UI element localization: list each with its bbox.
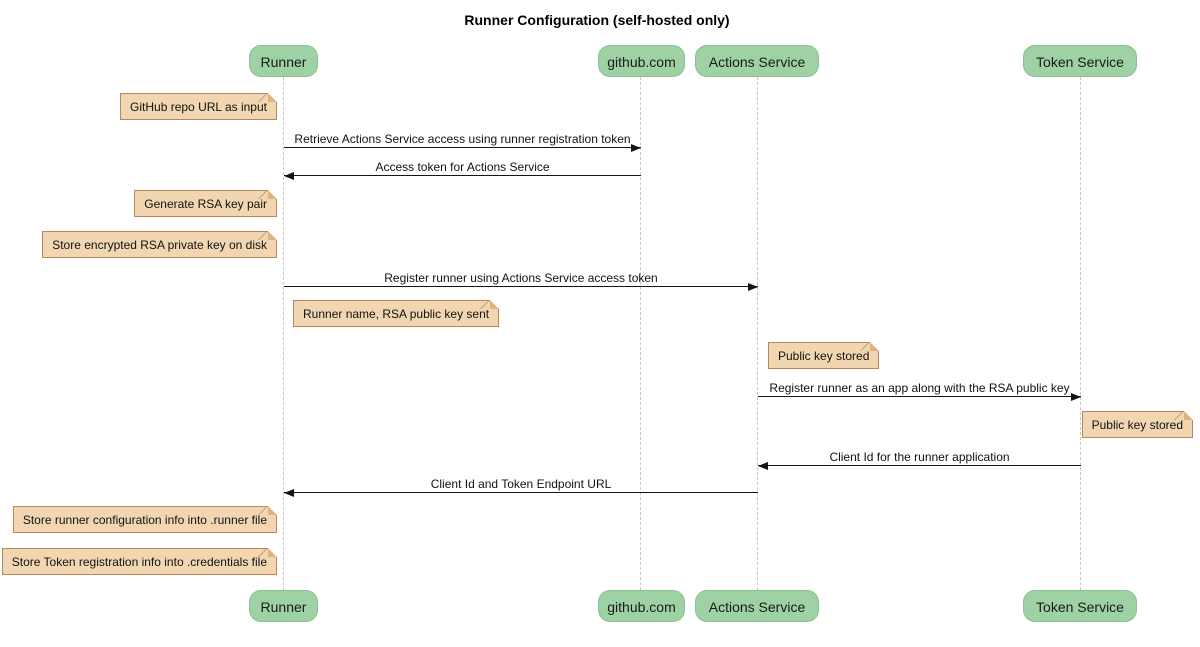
diagram-title: Runner Configuration (self-hosted only) (464, 12, 730, 28)
lifeline-token-service (1080, 77, 1081, 590)
note-store-token-registration: Store Token registration info into .cred… (1, 548, 278, 575)
message-line (284, 175, 641, 176)
arrowhead-right-icon (748, 283, 758, 291)
message-line (284, 492, 758, 493)
message-label: Client Id for the runner application (829, 450, 1010, 464)
participant-token-service-top: Token Service (1023, 45, 1137, 77)
message-label: Client Id and Token Endpoint URL (430, 477, 612, 491)
message-client-id-and-token-endpoint-url: Client Id and Token Endpoint URL (284, 474, 758, 497)
message-register-runner: Register runner using Actions Service ac… (284, 268, 758, 291)
message-access-token-for-actions-service: Access token for Actions Service (284, 157, 641, 180)
message-line (758, 465, 1081, 466)
message-register-runner-as-app: Register runner as an app along with the… (758, 378, 1081, 401)
arrowhead-right-icon (1071, 393, 1081, 401)
lifeline-actions-service (757, 77, 758, 590)
lifeline-github (640, 77, 641, 590)
note-public-key-stored-token: Public key stored (1081, 411, 1194, 438)
participant-runner-top: Runner (249, 45, 318, 77)
message-label: Retrieve Actions Service access using ru… (294, 132, 631, 146)
participant-runner-bottom: Runner (249, 590, 318, 622)
note-store-runner-configuration: Store runner configuration info into .ru… (12, 506, 278, 533)
arrowhead-left-icon (284, 172, 294, 180)
message-label: Register runner using Actions Service ac… (384, 271, 658, 285)
note-generate-rsa-key-pair: Generate RSA key pair (134, 190, 277, 217)
participant-actions-service-top: Actions Service (695, 45, 819, 77)
participant-token-service-bottom: Token Service (1023, 590, 1137, 622)
note-store-encrypted-rsa-private-key: Store encrypted RSA private key on disk (42, 231, 277, 258)
message-label: Access token for Actions Service (375, 160, 550, 174)
note-public-key-stored-actions: Public key stored (768, 342, 880, 369)
message-line (758, 396, 1081, 397)
arrowhead-right-icon (631, 144, 641, 152)
message-line (284, 147, 641, 148)
lifeline-runner (283, 77, 284, 590)
participant-github-top: github.com (598, 45, 685, 77)
participant-actions-service-bottom: Actions Service (695, 590, 819, 622)
message-client-id-for-runner-application: Client Id for the runner application (758, 447, 1081, 470)
note-runner-name-rsa-public-key: Runner name, RSA public key sent (293, 300, 500, 327)
arrowhead-left-icon (758, 462, 768, 470)
arrowhead-left-icon (284, 489, 294, 497)
message-label: Register runner as an app along with the… (769, 381, 1070, 395)
note-github-repo-url: GitHub repo URL as input (120, 93, 277, 120)
participant-github-bottom: github.com (598, 590, 685, 622)
message-line (284, 286, 758, 287)
message-retrieve-actions-service-access: Retrieve Actions Service access using ru… (284, 129, 641, 152)
